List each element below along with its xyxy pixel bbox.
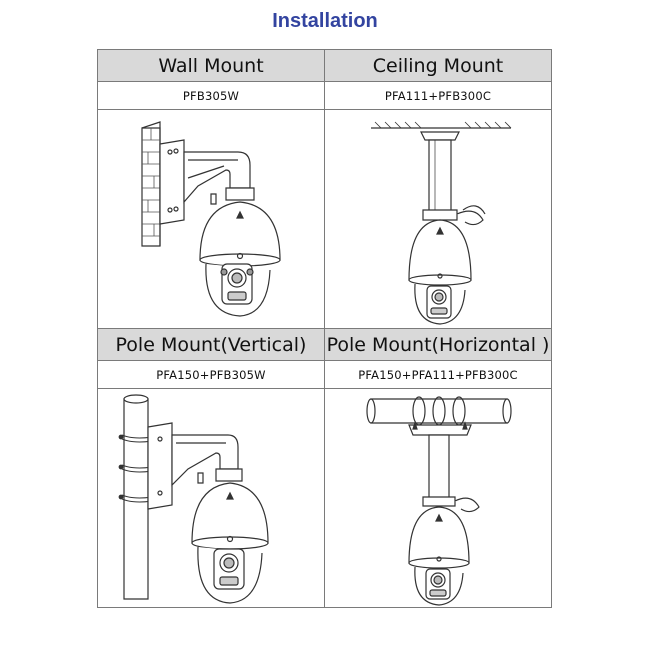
mount-name-ceiling: Ceiling Mount [324,49,552,82]
wall-mount-image-cell [97,109,325,329]
ceiling-mount-image-cell [324,109,552,329]
horizontal-pole-mount-camera-drawing-icon [325,389,552,607]
image-row [97,388,552,608]
mount-name-wall: Wall Mount [97,49,325,82]
vertical-pole-mount-camera-drawing-icon [98,389,325,607]
model-row: PFB305W PFA111+PFB300C [97,81,552,110]
mount-name-pole-vertical: Pole Mount(Vertical) [97,328,325,361]
mount-model-ceiling: PFA111+PFB300C [324,81,552,110]
header-row: Wall Mount Ceiling Mount [97,49,552,82]
header-row: Pole Mount(Vertical) Pole Mount(Horizont… [97,328,552,361]
ceiling-mount-camera-drawing-icon [325,110,552,328]
vertical-pole-image-cell [97,388,325,608]
mount-name-pole-horizontal: Pole Mount(Horizontal ) [324,328,552,361]
mount-model-pole-horizontal: PFA150+PFA111+PFB300C [324,360,552,389]
page-title: Installation [272,10,378,32]
mount-model-wall: PFB305W [97,81,325,110]
installation-table: Wall Mount Ceiling Mount PFB305W PFA111+… [97,49,552,608]
model-row: PFA150+PFB305W PFA150+PFA111+PFB300C [97,360,552,389]
wall-mount-camera-drawing-icon [98,110,325,328]
mount-model-pole-vertical: PFA150+PFB305W [97,360,325,389]
image-row [97,109,552,329]
horizontal-pole-image-cell [324,388,552,608]
